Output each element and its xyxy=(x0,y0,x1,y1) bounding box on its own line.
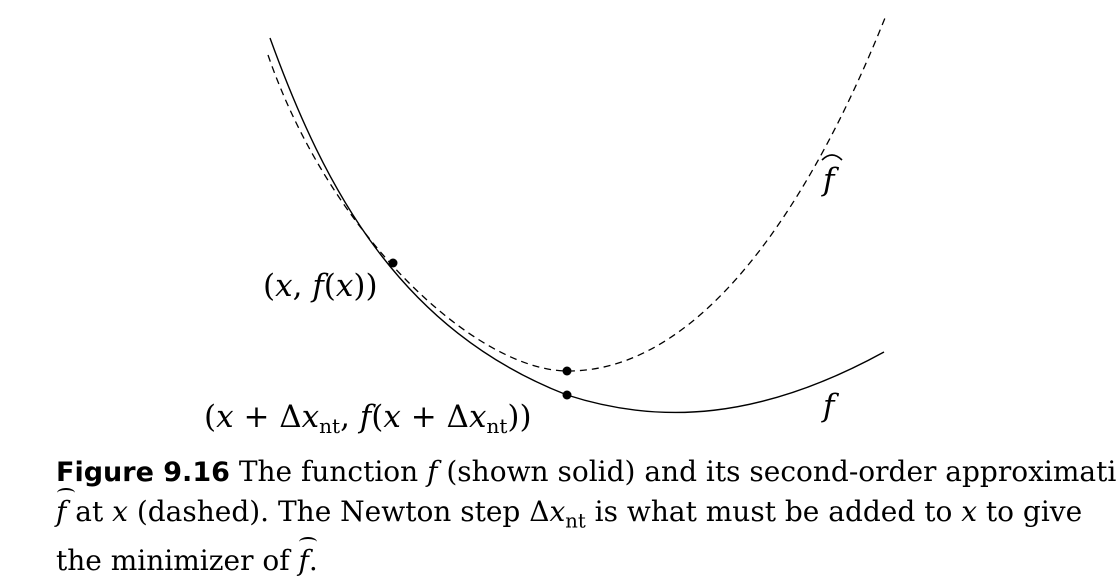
newton-step-point-marker-f xyxy=(562,390,572,400)
svg-text:f: f xyxy=(821,162,840,198)
curve-f-solid xyxy=(269,37,885,414)
newton-step-point-marker-fhat xyxy=(562,366,572,376)
current-point-marker xyxy=(388,258,398,268)
point-label-current: (x, f(x)) xyxy=(263,268,378,304)
figure-number: Figure 9.16 xyxy=(56,457,230,488)
f-hat-symbol: f xyxy=(56,488,76,531)
caption-line-2: f at x (dashed). The Newton step Δxnt is… xyxy=(56,488,1106,541)
f-hat-symbol: f xyxy=(298,536,319,580)
curve-f-hat-dashed xyxy=(267,17,886,372)
point-label-newton: (x + Δxnt, f(x + Δxnt)) xyxy=(204,399,532,438)
curve-label-f: f xyxy=(821,388,840,424)
caption-line-1: Figure 9.16 The function f (shown solid)… xyxy=(56,455,1116,488)
curve-label-f-hat: f xyxy=(821,154,843,198)
caption-line-3: the minimizer of f. xyxy=(56,536,1106,580)
figure-caption: Figure 9.16 The function f (shown solid)… xyxy=(56,452,1116,580)
newton-step-figure: (x, f(x)) (x + Δxnt, f(x + Δxnt)) f f xyxy=(204,17,886,438)
